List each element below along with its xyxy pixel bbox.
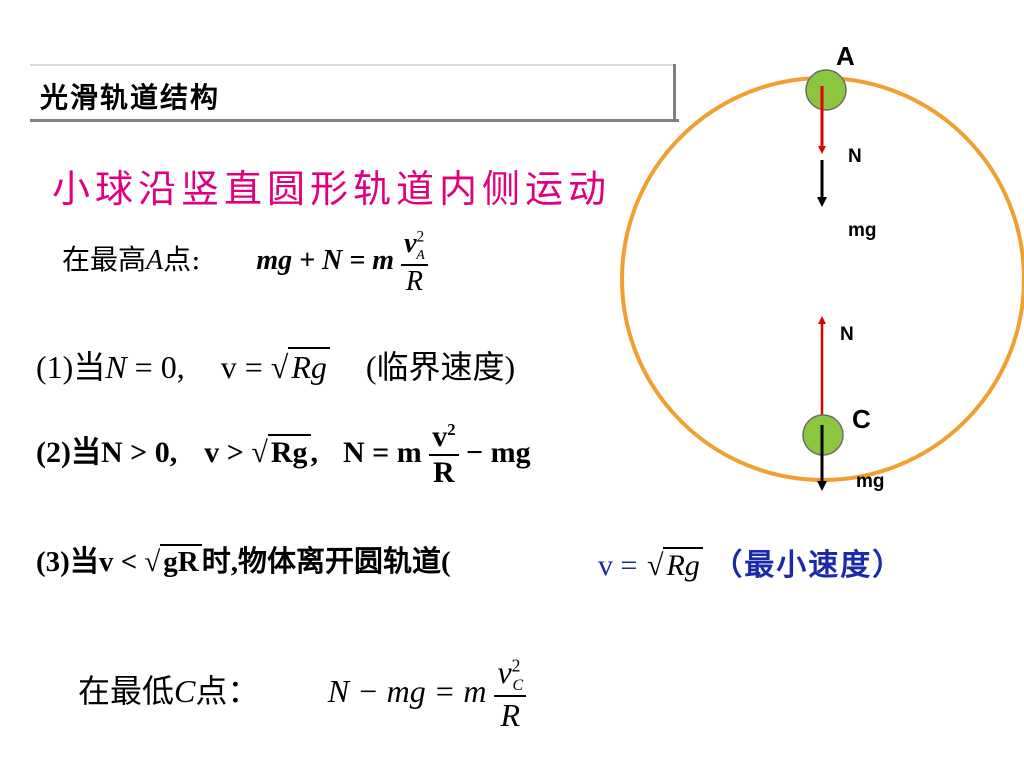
label-mg-bottom: mg: [856, 471, 885, 492]
formula-bottom-c: N − mg = m v2C R: [328, 654, 527, 733]
label-top-a: 在最高A点:: [62, 243, 201, 277]
label-mg-top: mg: [848, 220, 877, 241]
subtitle: 小球沿竖直圆形轨道内侧运动: [52, 167, 612, 211]
equation-case-1: (1)当N = 0, v = √Rg (临界速度): [36, 347, 516, 385]
label-a: A: [836, 41, 855, 71]
formula-top-a: mg + N = m v2A R: [256, 228, 428, 297]
equation-bottom-c: 在最低C点： N − mg = m v2C R: [78, 654, 527, 734]
ball-a: [805, 69, 847, 111]
equation-case-2: (2)当N > 0, v > √Rg, N = m v2 R − mg: [36, 420, 531, 489]
label-n-top: N: [848, 146, 862, 167]
slide-title: 光滑轨道结构: [40, 81, 221, 114]
label-bottom-c: 在最低C点：: [78, 671, 260, 710]
equation-top-a: 在最高A点: mg + N = m v2A R: [62, 228, 428, 298]
circular-track-diagram: A N mg N C mg: [620, 41, 1024, 492]
label-n-bottom: N: [840, 324, 854, 345]
overlay-min-speed: v = √Rg （最小速度）: [596, 540, 907, 584]
label-c: C: [852, 404, 871, 434]
title-box: 光滑轨道结构: [30, 64, 679, 122]
